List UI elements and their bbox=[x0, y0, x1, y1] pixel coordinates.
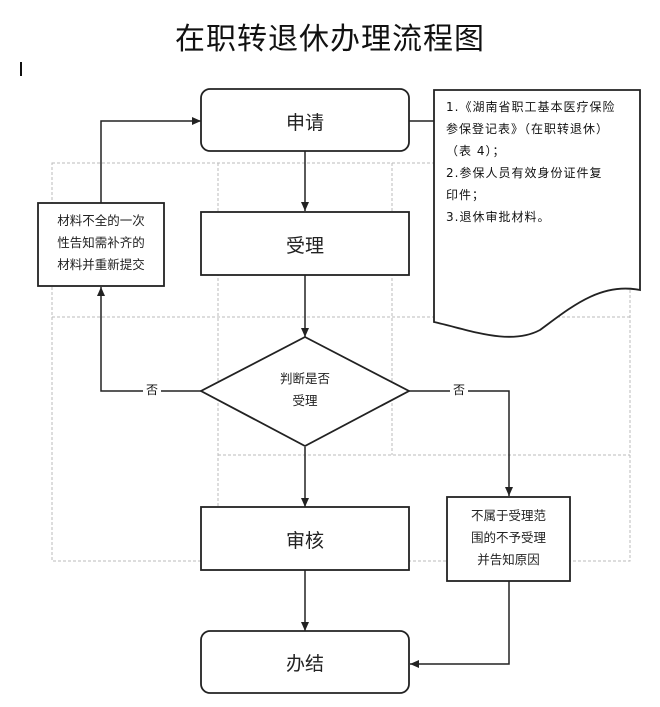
incomplete-box bbox=[37, 202, 165, 287]
document-note: 1.《湖南省职工基本医疗保险 参保登记表》（在职转退休） （表 4）； 2.参保… bbox=[446, 96, 638, 228]
apply-node bbox=[200, 88, 410, 152]
note-item2-line2: 印件； bbox=[446, 188, 486, 202]
reject-label-line3: 并告知原因 bbox=[477, 552, 540, 567]
incomplete-label-line1: 材料不全的一次 bbox=[57, 213, 145, 228]
reject-box bbox=[446, 496, 571, 582]
incomplete-label-line2: 性告知需补齐的 bbox=[57, 235, 145, 250]
decision-node bbox=[199, 335, 411, 448]
document-shape bbox=[433, 89, 641, 338]
note-item1-line3: （表 4）； bbox=[446, 144, 506, 158]
finish-label: 办结 bbox=[285, 653, 324, 675]
decision-label-line2: 受理 bbox=[292, 393, 318, 408]
arrow-reject-to-finish bbox=[410, 581, 510, 668]
note-item2-line1: 2.参保人员有效身份证件复 bbox=[446, 166, 603, 180]
arrow-incomplete-to-apply bbox=[100, 117, 201, 203]
arrow-decision-to-incomplete bbox=[97, 287, 201, 392]
right-no-label: 否 bbox=[450, 381, 469, 398]
apply-label: 申请 bbox=[285, 112, 324, 134]
accept-node bbox=[200, 211, 410, 276]
review-label: 审核 bbox=[285, 530, 324, 552]
note-item1-line2: 参保登记表》（在职转退休） bbox=[446, 122, 610, 136]
arrow-decision-to-reject bbox=[409, 390, 513, 496]
note-item3: 3.退休审批材料。 bbox=[446, 210, 551, 224]
finish-node bbox=[200, 630, 410, 694]
review-node bbox=[200, 506, 410, 571]
decision-label-line1: 判断是否 bbox=[279, 371, 330, 386]
left-no-label: 否 bbox=[143, 381, 162, 398]
text-cursor bbox=[20, 62, 22, 76]
page-title: 在职转退休办理流程图 bbox=[175, 22, 485, 57]
note-item1-line1: 1.《湖南省职工基本医疗保险 bbox=[446, 100, 616, 114]
incomplete-label-line3: 材料并重新提交 bbox=[57, 257, 145, 272]
reject-label-line2: 围的不予受理 bbox=[470, 530, 546, 545]
reject-label-line1: 不属于受理范 bbox=[470, 508, 546, 523]
accept-label: 受理 bbox=[285, 235, 324, 257]
